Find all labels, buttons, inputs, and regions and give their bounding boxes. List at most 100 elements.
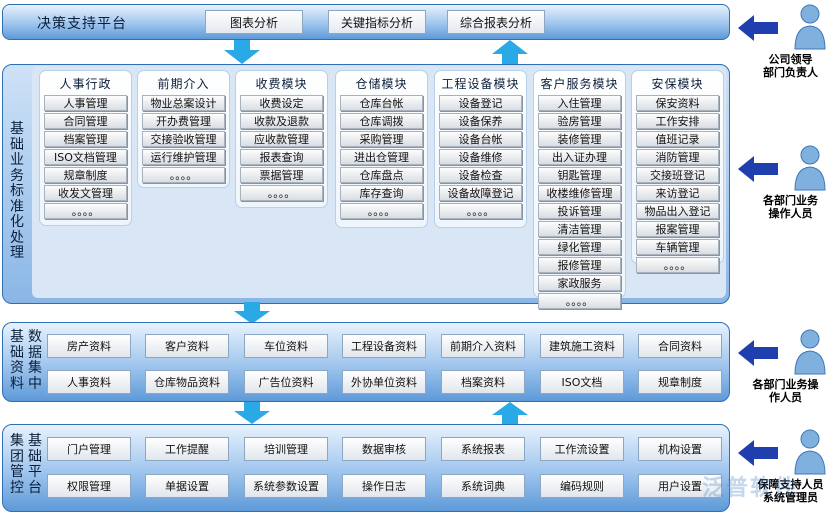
- module-item[interactable]: 。。。。: [142, 167, 225, 183]
- module-item[interactable]: 。。。。: [240, 185, 323, 201]
- module-item[interactable]: 收发文管理: [44, 185, 127, 201]
- report-analysis-button[interactable]: 综合报表分析: [447, 10, 545, 34]
- module-item[interactable]: 报修管理: [538, 257, 621, 273]
- chart-analysis-button[interactable]: 图表分析: [205, 10, 303, 34]
- module-item[interactable]: 物业总案设计: [142, 95, 225, 111]
- platform-function-button[interactable]: 工作提醒: [145, 437, 229, 461]
- platform-function-button[interactable]: 单据设置: [145, 474, 229, 498]
- module-item[interactable]: 出入证办理: [538, 149, 621, 165]
- role-label: 公司领导部门负责人: [748, 53, 833, 79]
- data-category-button[interactable]: 广告位资料: [244, 370, 328, 394]
- module-item[interactable]: 装修管理: [538, 131, 621, 147]
- platform-function-button[interactable]: 权限管理: [47, 474, 131, 498]
- module-item[interactable]: 库存查询: [340, 185, 423, 201]
- module-item[interactable]: 采购管理: [340, 131, 423, 147]
- module-item[interactable]: 家政服务: [538, 275, 621, 291]
- module-item[interactable]: 工作安排: [636, 113, 719, 129]
- module-item[interactable]: 。。。。: [439, 203, 522, 219]
- platform-function-button[interactable]: 编码规则: [540, 474, 624, 498]
- module-item[interactable]: 交接班登记: [636, 167, 719, 183]
- platform-function-button[interactable]: 系统词典: [441, 474, 525, 498]
- module-item[interactable]: 开办费管理: [142, 113, 225, 129]
- module-item[interactable]: 车辆管理: [636, 239, 719, 255]
- platform-function-button[interactable]: 门户管理: [47, 437, 131, 461]
- module-item[interactable]: 设备检查: [439, 167, 522, 183]
- data-category-button[interactable]: 客户资料: [145, 334, 229, 358]
- module-item[interactable]: 收款及退款: [240, 113, 323, 129]
- module-item[interactable]: 钥匙管理: [538, 167, 621, 183]
- module-item[interactable]: 进出仓管理: [340, 149, 423, 165]
- module-item[interactable]: 入住管理: [538, 95, 621, 111]
- data-category-button[interactable]: 建筑施工资料: [540, 334, 624, 358]
- module-item[interactable]: 设备台帐: [439, 131, 522, 147]
- data-category-button[interactable]: 仓库物品资料: [145, 370, 229, 394]
- module-item[interactable]: 。。。。: [538, 293, 621, 309]
- module-item[interactable]: ISO文档管理: [44, 149, 127, 165]
- module-item[interactable]: 报表查询: [240, 149, 323, 165]
- data-category-button[interactable]: 合同资料: [638, 334, 722, 358]
- module-item[interactable]: 设备登记: [439, 95, 522, 111]
- platform-function-button[interactable]: 系统报表: [441, 437, 525, 461]
- data-category-button[interactable]: 人事资料: [47, 370, 131, 394]
- module-item[interactable]: 人事管理: [44, 95, 127, 111]
- module-item[interactable]: 应收款管理: [240, 131, 323, 147]
- module-item[interactable]: 票据管理: [240, 167, 323, 183]
- base-platform-title-col2: 基础平台: [28, 433, 42, 496]
- module-item[interactable]: 保安资料: [636, 95, 719, 111]
- data-category-button[interactable]: 外协单位资料: [342, 370, 426, 394]
- module-item-list: 仓库台帐仓库调拨采购管理进出仓管理仓库盘点库存查询。。。。: [336, 95, 427, 219]
- module-item[interactable]: 。。。。: [636, 257, 719, 273]
- module-item[interactable]: 交接验收管理: [142, 131, 225, 147]
- role-label: 保障支持人员系统管理员: [748, 478, 833, 504]
- module-item[interactable]: 验房管理: [538, 113, 621, 129]
- module-item[interactable]: 清洁管理: [538, 221, 621, 237]
- module-item[interactable]: 运行维护管理: [142, 149, 225, 165]
- module-item[interactable]: 合同管理: [44, 113, 127, 129]
- data-category-button[interactable]: 档案资料: [441, 370, 525, 394]
- module-item[interactable]: 规章制度: [44, 167, 127, 183]
- module-item[interactable]: 设备故障登记: [439, 185, 522, 201]
- data-category-button[interactable]: 车位资料: [244, 334, 328, 358]
- role-label-line: 操作人员: [768, 207, 813, 220]
- module-item[interactable]: 。。。。: [44, 203, 127, 219]
- role-label-line: 部门负责人: [763, 66, 818, 79]
- module-item[interactable]: 值班记录: [636, 131, 719, 147]
- module-item-list: 物业总案设计开办费管理交接验收管理运行维护管理。。。。: [138, 95, 229, 183]
- module-item-list: 入住管理验房管理装修管理出入证办理钥匙管理收楼维修管理投诉管理清洁管理绿化管理报…: [534, 95, 625, 309]
- module-item[interactable]: 档案管理: [44, 131, 127, 147]
- module-title: 安保模块: [651, 76, 704, 91]
- key-indicator-analysis-button[interactable]: 关键指标分析: [328, 10, 426, 34]
- module-item[interactable]: 收费设定: [240, 95, 323, 111]
- module-item[interactable]: 设备保养: [439, 113, 522, 129]
- module-item[interactable]: 消防管理: [636, 149, 719, 165]
- platform-function-button[interactable]: 系统参数设置: [244, 474, 328, 498]
- platform-function-button[interactable]: 操作日志: [342, 474, 426, 498]
- data-category-button[interactable]: 房产资料: [47, 334, 131, 358]
- platform-function-button[interactable]: 用户设置: [638, 474, 722, 498]
- platform-function-button[interactable]: 数据审核: [342, 437, 426, 461]
- module-item[interactable]: 报案管理: [636, 221, 719, 237]
- module-item[interactable]: 物品出入登记: [636, 203, 719, 219]
- data-category-button[interactable]: ISO文档: [540, 370, 624, 394]
- platform-function-button[interactable]: 机构设置: [638, 437, 722, 461]
- data-category-button[interactable]: 规章制度: [638, 370, 722, 394]
- module-item[interactable]: 仓库台帐: [340, 95, 423, 111]
- data-category-button[interactable]: 前期介入资料: [441, 334, 525, 358]
- module-item-list: 保安资料工作安排值班记录消防管理交接班登记来访登记物品出入登记报案管理车辆管理。…: [632, 95, 723, 273]
- platform-function-button[interactable]: 培训管理: [244, 437, 328, 461]
- module-column: 安保模块保安资料工作安排值班记录消防管理交接班登记来访登记物品出入登记报案管理车…: [631, 70, 724, 273]
- data-category-button[interactable]: 工程设备资料: [342, 334, 426, 358]
- module-item[interactable]: 投诉管理: [538, 203, 621, 219]
- arrow-up-icon: [492, 402, 528, 424]
- module-item[interactable]: 来访登记: [636, 185, 719, 201]
- module-item[interactable]: 设备维修: [439, 149, 522, 165]
- module-item[interactable]: 绿化管理: [538, 239, 621, 255]
- platform-function-button[interactable]: 工作流设置: [540, 437, 624, 461]
- module-item[interactable]: 。。。。: [340, 203, 423, 219]
- module-item-list: 人事管理合同管理档案管理 ISO文档管理规章制度收发文管理。。。。: [40, 95, 131, 219]
- module-item[interactable]: 收楼维修管理: [538, 185, 621, 201]
- module-item[interactable]: 仓库盘点: [340, 167, 423, 183]
- module-item[interactable]: 仓库调拨: [340, 113, 423, 129]
- arrow-left-icon: [738, 440, 778, 469]
